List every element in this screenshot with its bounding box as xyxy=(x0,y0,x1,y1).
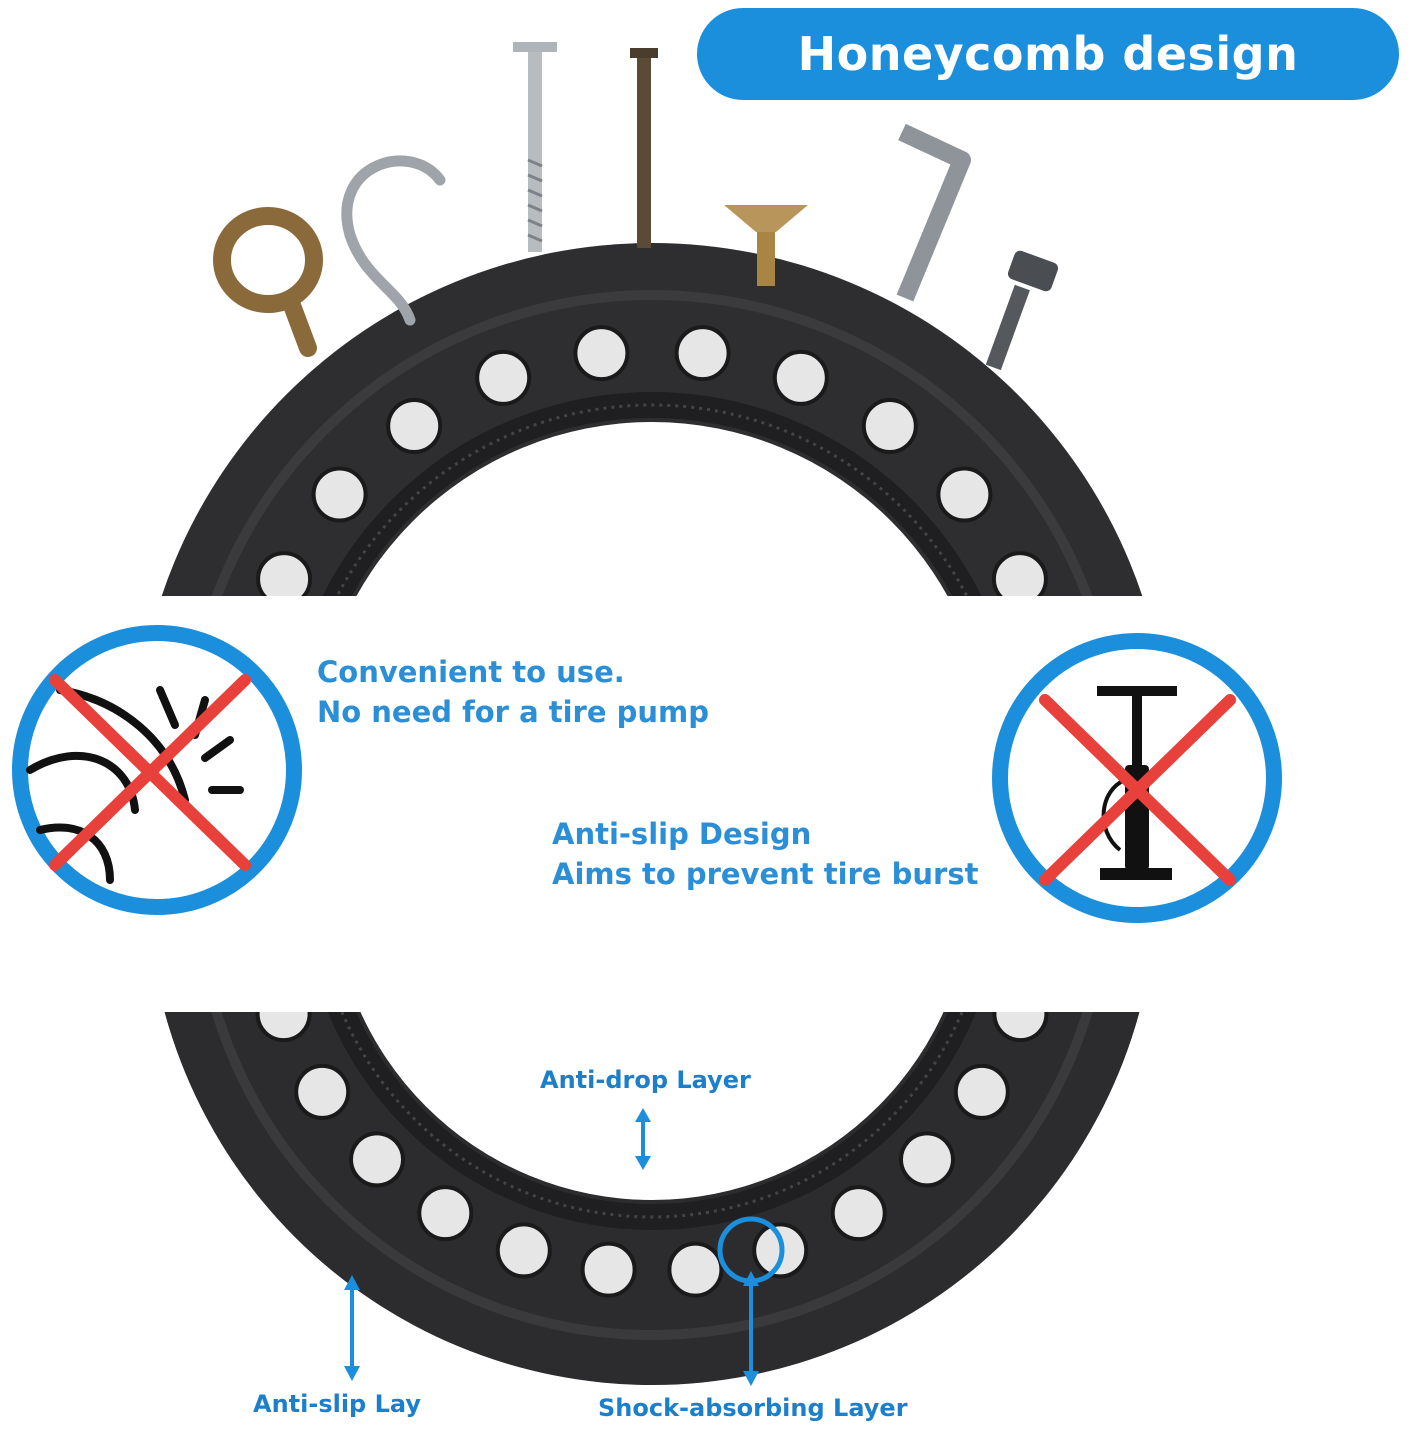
top-tire xyxy=(161,243,1143,596)
label-anti-slip: Anti-slip Lay xyxy=(253,1390,421,1418)
title-text: Honeycomb design xyxy=(797,27,1299,81)
label-anti-drop: Anti-drop Layer xyxy=(540,1066,751,1094)
label-shock-absorbing: Shock-absorbing Layer xyxy=(598,1394,908,1422)
machine-screw-icon xyxy=(985,250,1059,371)
tire-hole xyxy=(294,1063,351,1120)
arrows xyxy=(344,1108,759,1386)
no-puncture-icon xyxy=(12,625,302,915)
tire-hole xyxy=(667,1241,724,1298)
feature-left-line1: Convenient to use. xyxy=(317,655,625,689)
wood-screw-icon xyxy=(724,205,808,286)
tire-hole xyxy=(992,1012,1049,1043)
title-pill: Honeycomb design xyxy=(697,8,1399,100)
bottom-tire xyxy=(164,1012,1140,1385)
nail-icon xyxy=(630,48,658,248)
title-pill-bg xyxy=(697,8,1399,100)
tire-hole xyxy=(475,349,532,406)
tire-hole xyxy=(311,466,368,523)
tire-hole xyxy=(349,1131,405,1188)
tire-hole xyxy=(495,1222,552,1279)
feature-left-line2: No need for a tire pump xyxy=(317,695,709,729)
tire-hole xyxy=(861,398,918,454)
bottom-tire-holes xyxy=(255,1012,1049,1298)
tire-hole xyxy=(256,551,313,596)
screw-icon xyxy=(513,42,557,252)
l-bolt-icon xyxy=(896,123,971,302)
feature-right: Anti-slip Design Aims to prevent tire bu… xyxy=(552,814,978,894)
tire-hole xyxy=(674,325,731,382)
tire-hole xyxy=(772,349,829,406)
tire-hole xyxy=(899,1131,955,1188)
tire-hole xyxy=(580,1241,637,1298)
tire-hole xyxy=(417,1185,474,1242)
tire-hole xyxy=(830,1185,887,1242)
tire-hole xyxy=(953,1063,1010,1120)
s-hook-icon xyxy=(341,155,446,326)
tire-hole xyxy=(255,1012,312,1043)
eye-bolt-icon xyxy=(213,207,323,357)
tire-hole xyxy=(936,466,993,523)
tire-hole xyxy=(991,551,1048,596)
tire-hole xyxy=(386,398,443,454)
hooks-and-nails xyxy=(213,42,1059,371)
feature-right-line2: Aims to prevent tire burst xyxy=(552,857,979,891)
top-tire-holes xyxy=(256,325,1048,596)
tire-hole xyxy=(573,325,630,382)
feature-left: Convenient to use. No need for a tire pu… xyxy=(317,652,709,732)
no-pump-icon xyxy=(992,633,1282,923)
feature-right-line1: Anti-slip Design xyxy=(552,817,812,851)
